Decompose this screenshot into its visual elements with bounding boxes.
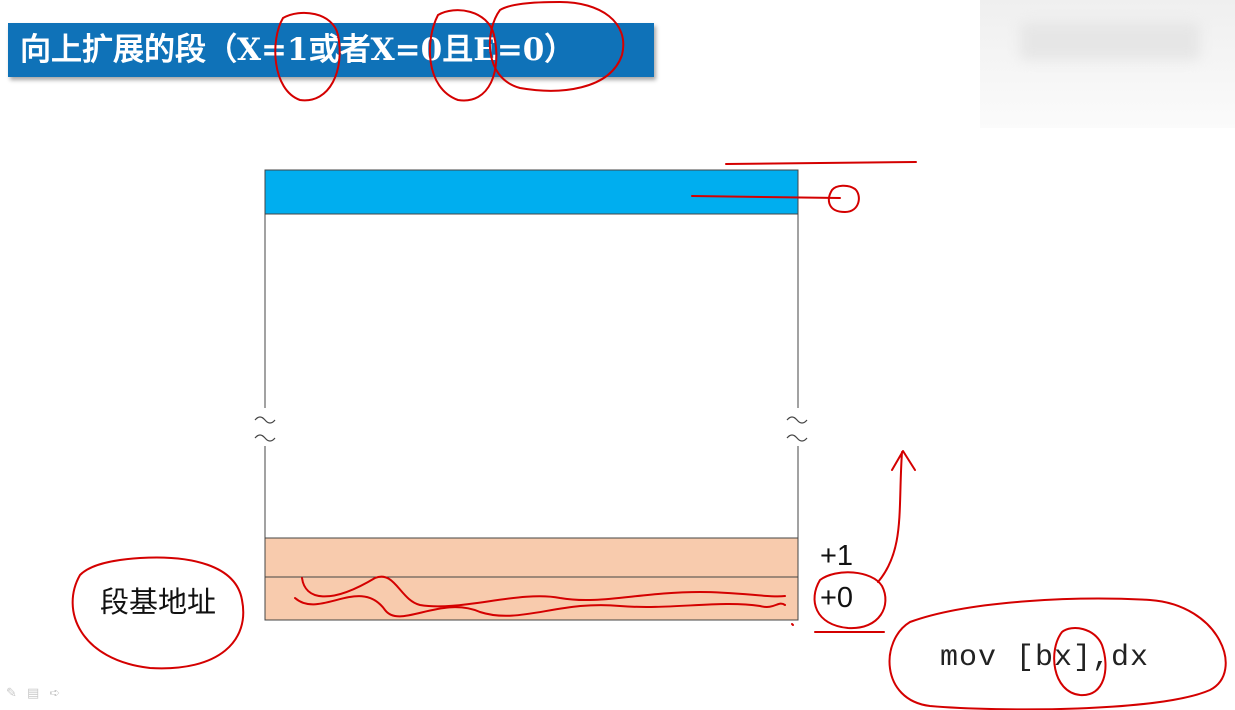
ink-scribble — [301, 575, 786, 608]
ink-top-pointer — [691, 195, 841, 199]
ink-arrow — [877, 450, 916, 583]
ink-small-circle — [827, 184, 860, 213]
ink-top-line — [725, 161, 917, 165]
slideshow-toolbar: ✎ ▤ ➪ — [6, 686, 66, 701]
pen-icon[interactable]: ✎ — [6, 686, 17, 701]
slide-title: 向上扩展的段（X=1或者X=0且E=0） — [20, 32, 576, 68]
menu-icon[interactable]: ▤ — [27, 686, 40, 701]
ink-circle-instruction — [888, 597, 1227, 710]
ink-circle-e0 — [489, 1, 625, 92]
ink-circle-x1 — [274, 11, 341, 102]
title-bar: 向上扩展的段（X=1或者X=0且E=0） — [8, 23, 654, 77]
ink-circle-base — [71, 556, 245, 670]
ink-circle-x0 — [428, 9, 498, 102]
segment-top-band — [264, 169, 799, 215]
ink-circle-bx — [1053, 627, 1107, 697]
segment-base-address-label: 段基地址 — [100, 585, 217, 619]
blurred-content — [1020, 22, 1200, 60]
blurred-region — [980, 0, 1235, 128]
arrow-icon[interactable]: ➪ — [49, 686, 61, 701]
segment-byte-plus1 — [264, 537, 799, 578]
ink-circle-plus0 — [813, 571, 887, 630]
ink-dot — [791, 623, 794, 626]
break-mark-left — [250, 408, 280, 446]
ink-scribble-2 — [294, 595, 786, 618]
ink-annotations — [71, 1, 1227, 710]
offset-plus0-label: +0 — [820, 582, 854, 614]
instruction-label: mov [bx],dx — [940, 641, 1150, 675]
offset-plus1-label: +1 — [820, 540, 854, 572]
break-mark-right — [783, 408, 813, 446]
